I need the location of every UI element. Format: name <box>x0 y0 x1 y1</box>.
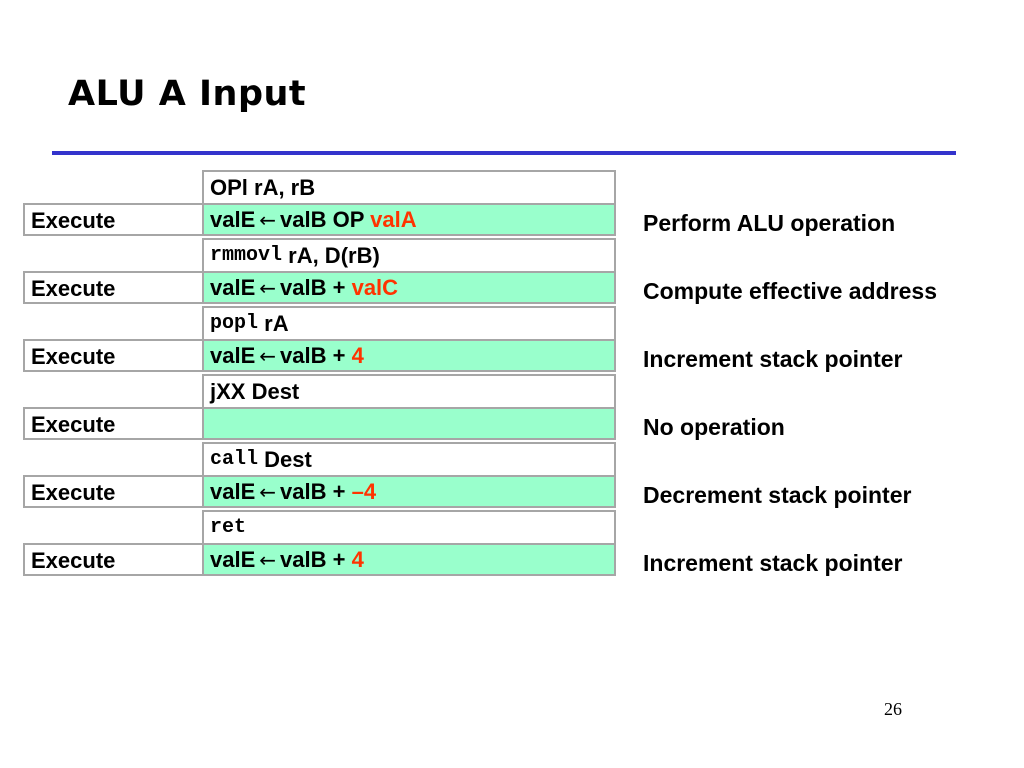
instruction-cell: OPl rA, rB <box>202 170 616 205</box>
stage-label: Execute <box>23 543 204 576</box>
operation-description: Increment stack pointer <box>643 346 903 372</box>
instruction-operands: jXX Dest <box>210 378 300 404</box>
operation-dest: valE <box>210 274 256 300</box>
operation-description: Increment stack pointer <box>643 550 903 576</box>
stage-label: Execute <box>23 203 204 236</box>
stage-label: Execute <box>23 407 204 440</box>
operation-description: Perform ALU operation <box>643 210 896 236</box>
operation-highlight: –4 <box>351 478 377 504</box>
left-arrow-icon: ← <box>259 547 277 572</box>
operation-cell <box>202 407 616 440</box>
operation-dest: valE <box>210 342 256 368</box>
stage-label: Execute <box>23 339 204 372</box>
operation-cell: valE←valB OP valA <box>202 203 616 236</box>
operation-description: Compute effective address <box>643 278 937 304</box>
stage-label: Execute <box>23 475 204 508</box>
operation-expression: valB + <box>280 342 352 368</box>
instruction-mnemonic: popl <box>210 311 259 335</box>
instruction-cell: popl rA <box>202 306 616 341</box>
left-arrow-icon: ← <box>259 207 277 232</box>
instruction-operands: rA <box>258 310 289 336</box>
operation-dest: valE <box>210 546 256 572</box>
operation-highlight: valA <box>370 206 417 232</box>
slide-title: ALU A Input <box>68 74 307 114</box>
operation-highlight: 4 <box>351 546 364 572</box>
instruction-cell: ret <box>202 510 616 545</box>
left-arrow-icon: ← <box>259 343 277 368</box>
instruction-operands: Dest <box>258 446 312 472</box>
operation-description: No operation <box>643 414 785 440</box>
page-number: 26 <box>884 699 902 719</box>
operation-expression: valB + <box>280 546 352 572</box>
operation-expression: valB OP <box>280 206 371 232</box>
instruction-cell: call Dest <box>202 442 616 477</box>
operation-highlight: 4 <box>351 342 364 368</box>
operation-expression: valB + <box>280 274 352 300</box>
left-arrow-icon: ← <box>259 275 277 300</box>
operation-highlight: valC <box>351 274 399 300</box>
instruction-operands: rA, D(rB) <box>282 242 380 268</box>
instruction-mnemonic: ret <box>210 515 247 539</box>
instruction-mnemonic: call <box>210 447 259 471</box>
instruction-cell: jXX Dest <box>202 374 616 409</box>
operation-expression: valB + <box>280 478 352 504</box>
operation-cell: valE←valB + 4 <box>202 543 616 576</box>
instruction-mnemonic: rmmovl <box>210 243 283 267</box>
operation-cell: valE←valB + valC <box>202 271 616 304</box>
operation-dest: valE <box>210 206 256 232</box>
operation-cell: valE←valB + 4 <box>202 339 616 372</box>
left-arrow-icon: ← <box>259 479 277 504</box>
stage-label: Execute <box>23 271 204 304</box>
operation-dest: valE <box>210 478 256 504</box>
instruction-cell: rmmovl rA, D(rB) <box>202 238 616 273</box>
operation-cell: valE←valB + –4 <box>202 475 616 508</box>
title-divider <box>52 151 956 155</box>
operation-description: Decrement stack pointer <box>643 482 912 508</box>
instruction-operands: OPl rA, rB <box>210 174 316 200</box>
